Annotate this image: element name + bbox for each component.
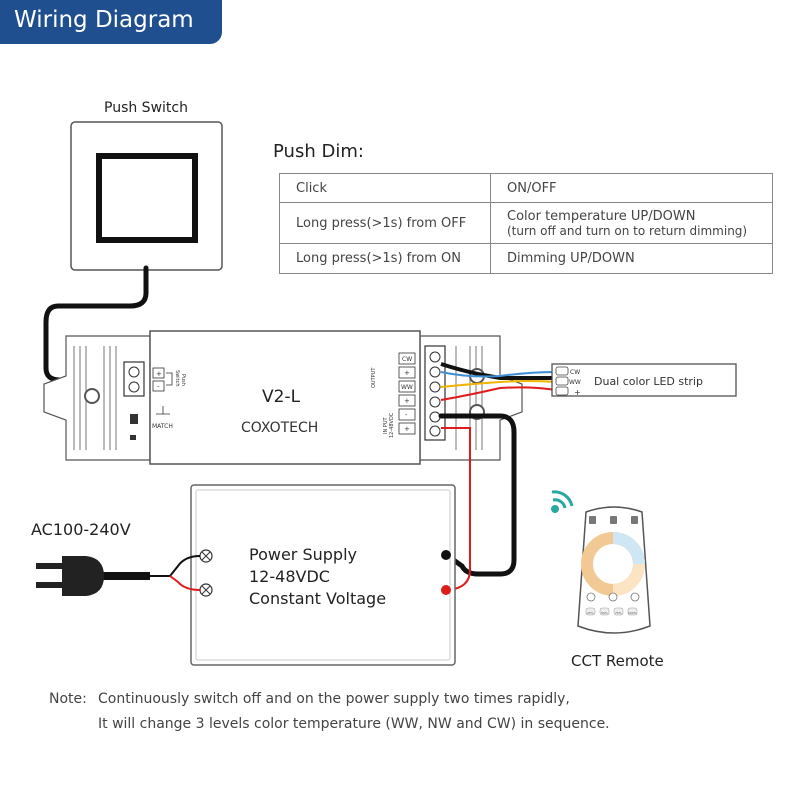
table-cell-action: Long press(>1s) from ON (279, 243, 491, 274)
input-terminal-plus: + (404, 425, 410, 433)
table-cell-result: Dimming UP/DOWN (490, 243, 773, 274)
table-row: Long press(>1s) from ON Dimming UP/DOWN (279, 243, 773, 274)
output-terminal-ww: WW (401, 384, 413, 391)
led-wires (440, 362, 557, 401)
cct-remote (577, 506, 651, 634)
table-row: Click ON/OFF (279, 173, 773, 203)
result-note: (turn off and turn on to return dimming) (507, 223, 748, 238)
output-terminal-cw: CW (402, 356, 412, 363)
led-terminal-cw: CW (570, 369, 580, 376)
result-text: Dimming UP/DOWN (507, 251, 635, 266)
input-voltage-label: 12-48VDC (389, 412, 395, 438)
result-text: ON/OFF (507, 180, 557, 196)
push-dim-table: Click ON/OFF Long press(>1s) from OFF Co… (279, 173, 773, 274)
ac-input-label: AC100-240V (31, 520, 131, 539)
switch-wire (43, 265, 149, 383)
table-cell-action: Click (279, 173, 491, 203)
output-terminal-plus-2: + (404, 397, 410, 405)
dc-wire-black (438, 413, 517, 577)
note-prefix: Note: (49, 691, 87, 707)
switch-minus: - (157, 383, 160, 391)
output-label: OUTPUT (371, 367, 377, 388)
result-text: Color temperature UP/DOWN (507, 208, 696, 224)
match-label: MATCH (152, 423, 173, 430)
table-row: Long press(>1s) from OFF Color temperatu… (279, 202, 773, 244)
controller-brand: COXOTECH (241, 420, 318, 436)
remote-button-25: 25% (587, 611, 594, 615)
note-line-2: It will change 3 levels color temperatur… (98, 716, 610, 732)
power-supply-line-2: 12-48VDC (249, 567, 330, 586)
push-label: Push (180, 374, 186, 386)
power-supply (190, 484, 456, 666)
input-terminal-minus: - (405, 411, 408, 419)
output-terminal-plus-1: + (404, 369, 410, 377)
table-cell-result: Color temperature UP/DOWN (turn off and … (490, 202, 773, 244)
led-strip-label: Dual color LED strip (594, 375, 703, 388)
power-supply-line-1: Power Supply (249, 545, 357, 564)
push-switch (70, 121, 223, 271)
wireless-signal-icon (551, 490, 574, 513)
remote-button-100: 100% (628, 611, 637, 615)
controller (43, 330, 523, 465)
table-cell-action: Long press(>1s) from OFF (279, 202, 491, 244)
cct-remote-label: CCT Remote (571, 652, 664, 670)
led-terminal-ww: WW (569, 379, 581, 386)
page-title: Wiring Diagram (14, 7, 194, 33)
led-terminal-plus: + (574, 388, 581, 397)
push-switch-label: Push Switch (104, 100, 188, 116)
table-cell-result: ON/OFF (490, 173, 773, 203)
switch-label: Switch (174, 370, 180, 387)
switch-plus: + (156, 370, 162, 378)
push-dim-title: Push Dim: (273, 141, 364, 162)
remote-button-50: 50% (601, 611, 608, 615)
input-label: IN PUT (383, 417, 389, 434)
controller-model: V2-L (262, 387, 301, 407)
led-strip (551, 363, 737, 397)
ac-plug (36, 555, 201, 596)
power-supply-line-3: Constant Voltage (249, 589, 387, 608)
header-bar: Wiring Diagram (0, 0, 222, 44)
remote-button-75: 75% (615, 611, 622, 615)
note-line-1: Continuously switch off and on the power… (98, 691, 570, 707)
